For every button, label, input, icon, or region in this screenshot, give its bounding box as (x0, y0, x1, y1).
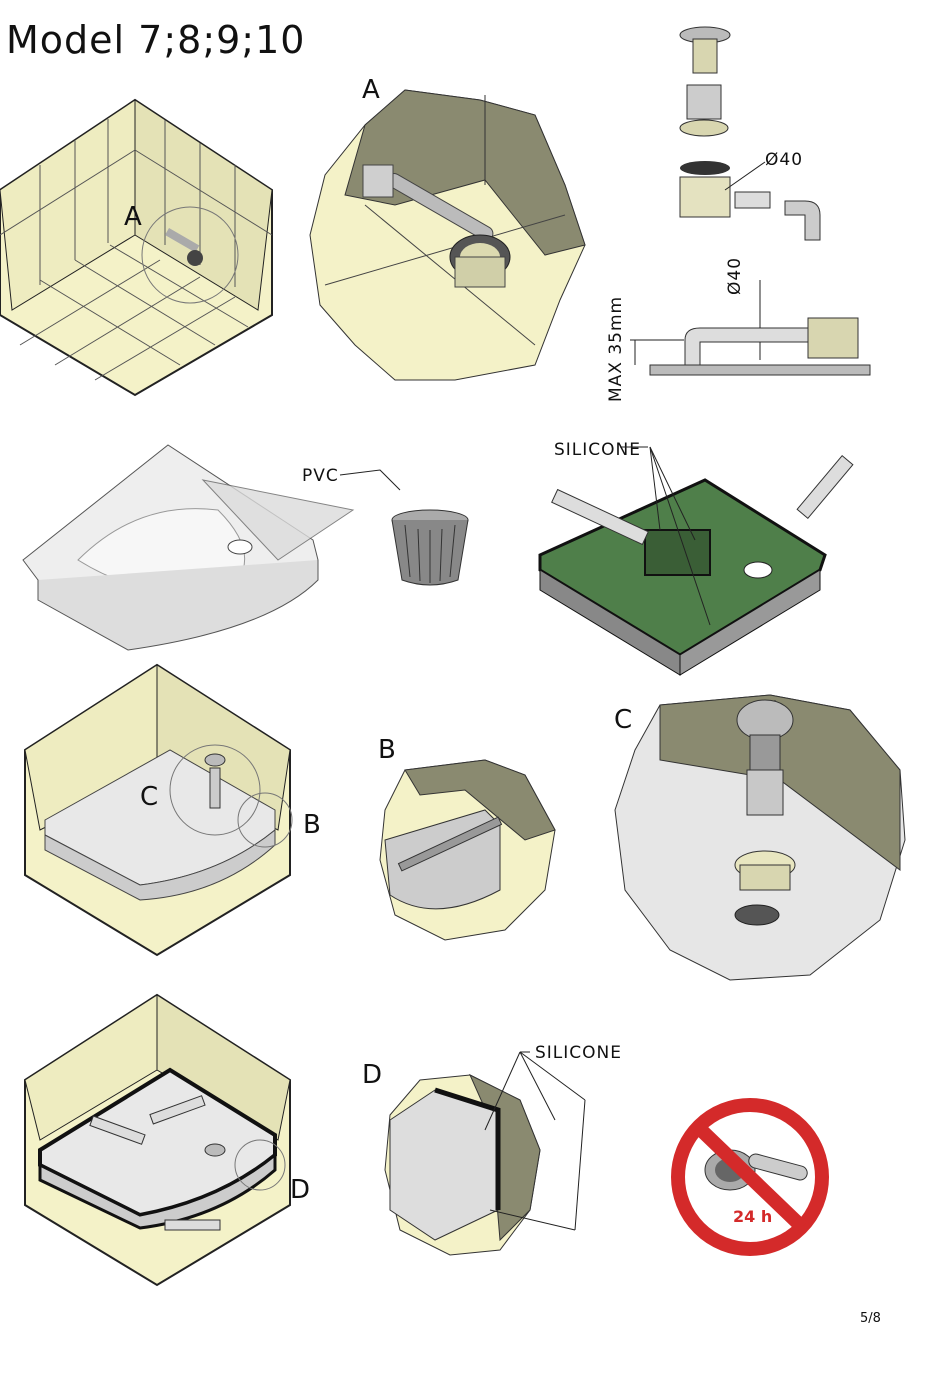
room-tray-illustration (24, 663, 293, 957)
pvc-label: PVC (302, 466, 339, 486)
detail-title-a: A (362, 75, 380, 105)
detail-c-drain-assembly (614, 694, 906, 981)
room-drain-illustration (0, 98, 273, 397)
detail-title-c: C (614, 705, 633, 735)
detail-label-b: B (303, 810, 321, 840)
detail-title-d: D (362, 1060, 383, 1090)
detail-label-c: C (140, 782, 159, 812)
room-silicone-illustration (24, 993, 291, 1287)
pvc-cup (339, 469, 469, 586)
detail-b-illustration (379, 759, 556, 941)
drain-side-profile (630, 280, 871, 376)
max-height-label: MAX 35mm (606, 295, 626, 402)
page-title: Model 7;8;9;10 (6, 18, 306, 62)
silicone-green-tray (538, 446, 854, 676)
page-number: 5/8 (860, 1311, 881, 1326)
detail-a-drain-illustration (309, 89, 586, 381)
detail-label-a: A (124, 202, 142, 232)
diameter-label-side: Ø40 (725, 256, 745, 295)
diameter-pointer (724, 161, 766, 191)
detail-d-illustration (384, 1051, 586, 1256)
drain-parts-exploded (679, 26, 821, 241)
detail-label-d: D (290, 1175, 311, 1205)
silicone-label-top: SILICONE (554, 440, 641, 460)
shower-tray-film (22, 444, 355, 651)
no-shower-sign (671, 1098, 829, 1256)
silicone-label-bottom: SILICONE (535, 1043, 622, 1063)
no-use-duration: 24 h (733, 1207, 773, 1226)
detail-title-b: B (378, 735, 396, 765)
diameter-label-top: Ø40 (765, 150, 804, 170)
